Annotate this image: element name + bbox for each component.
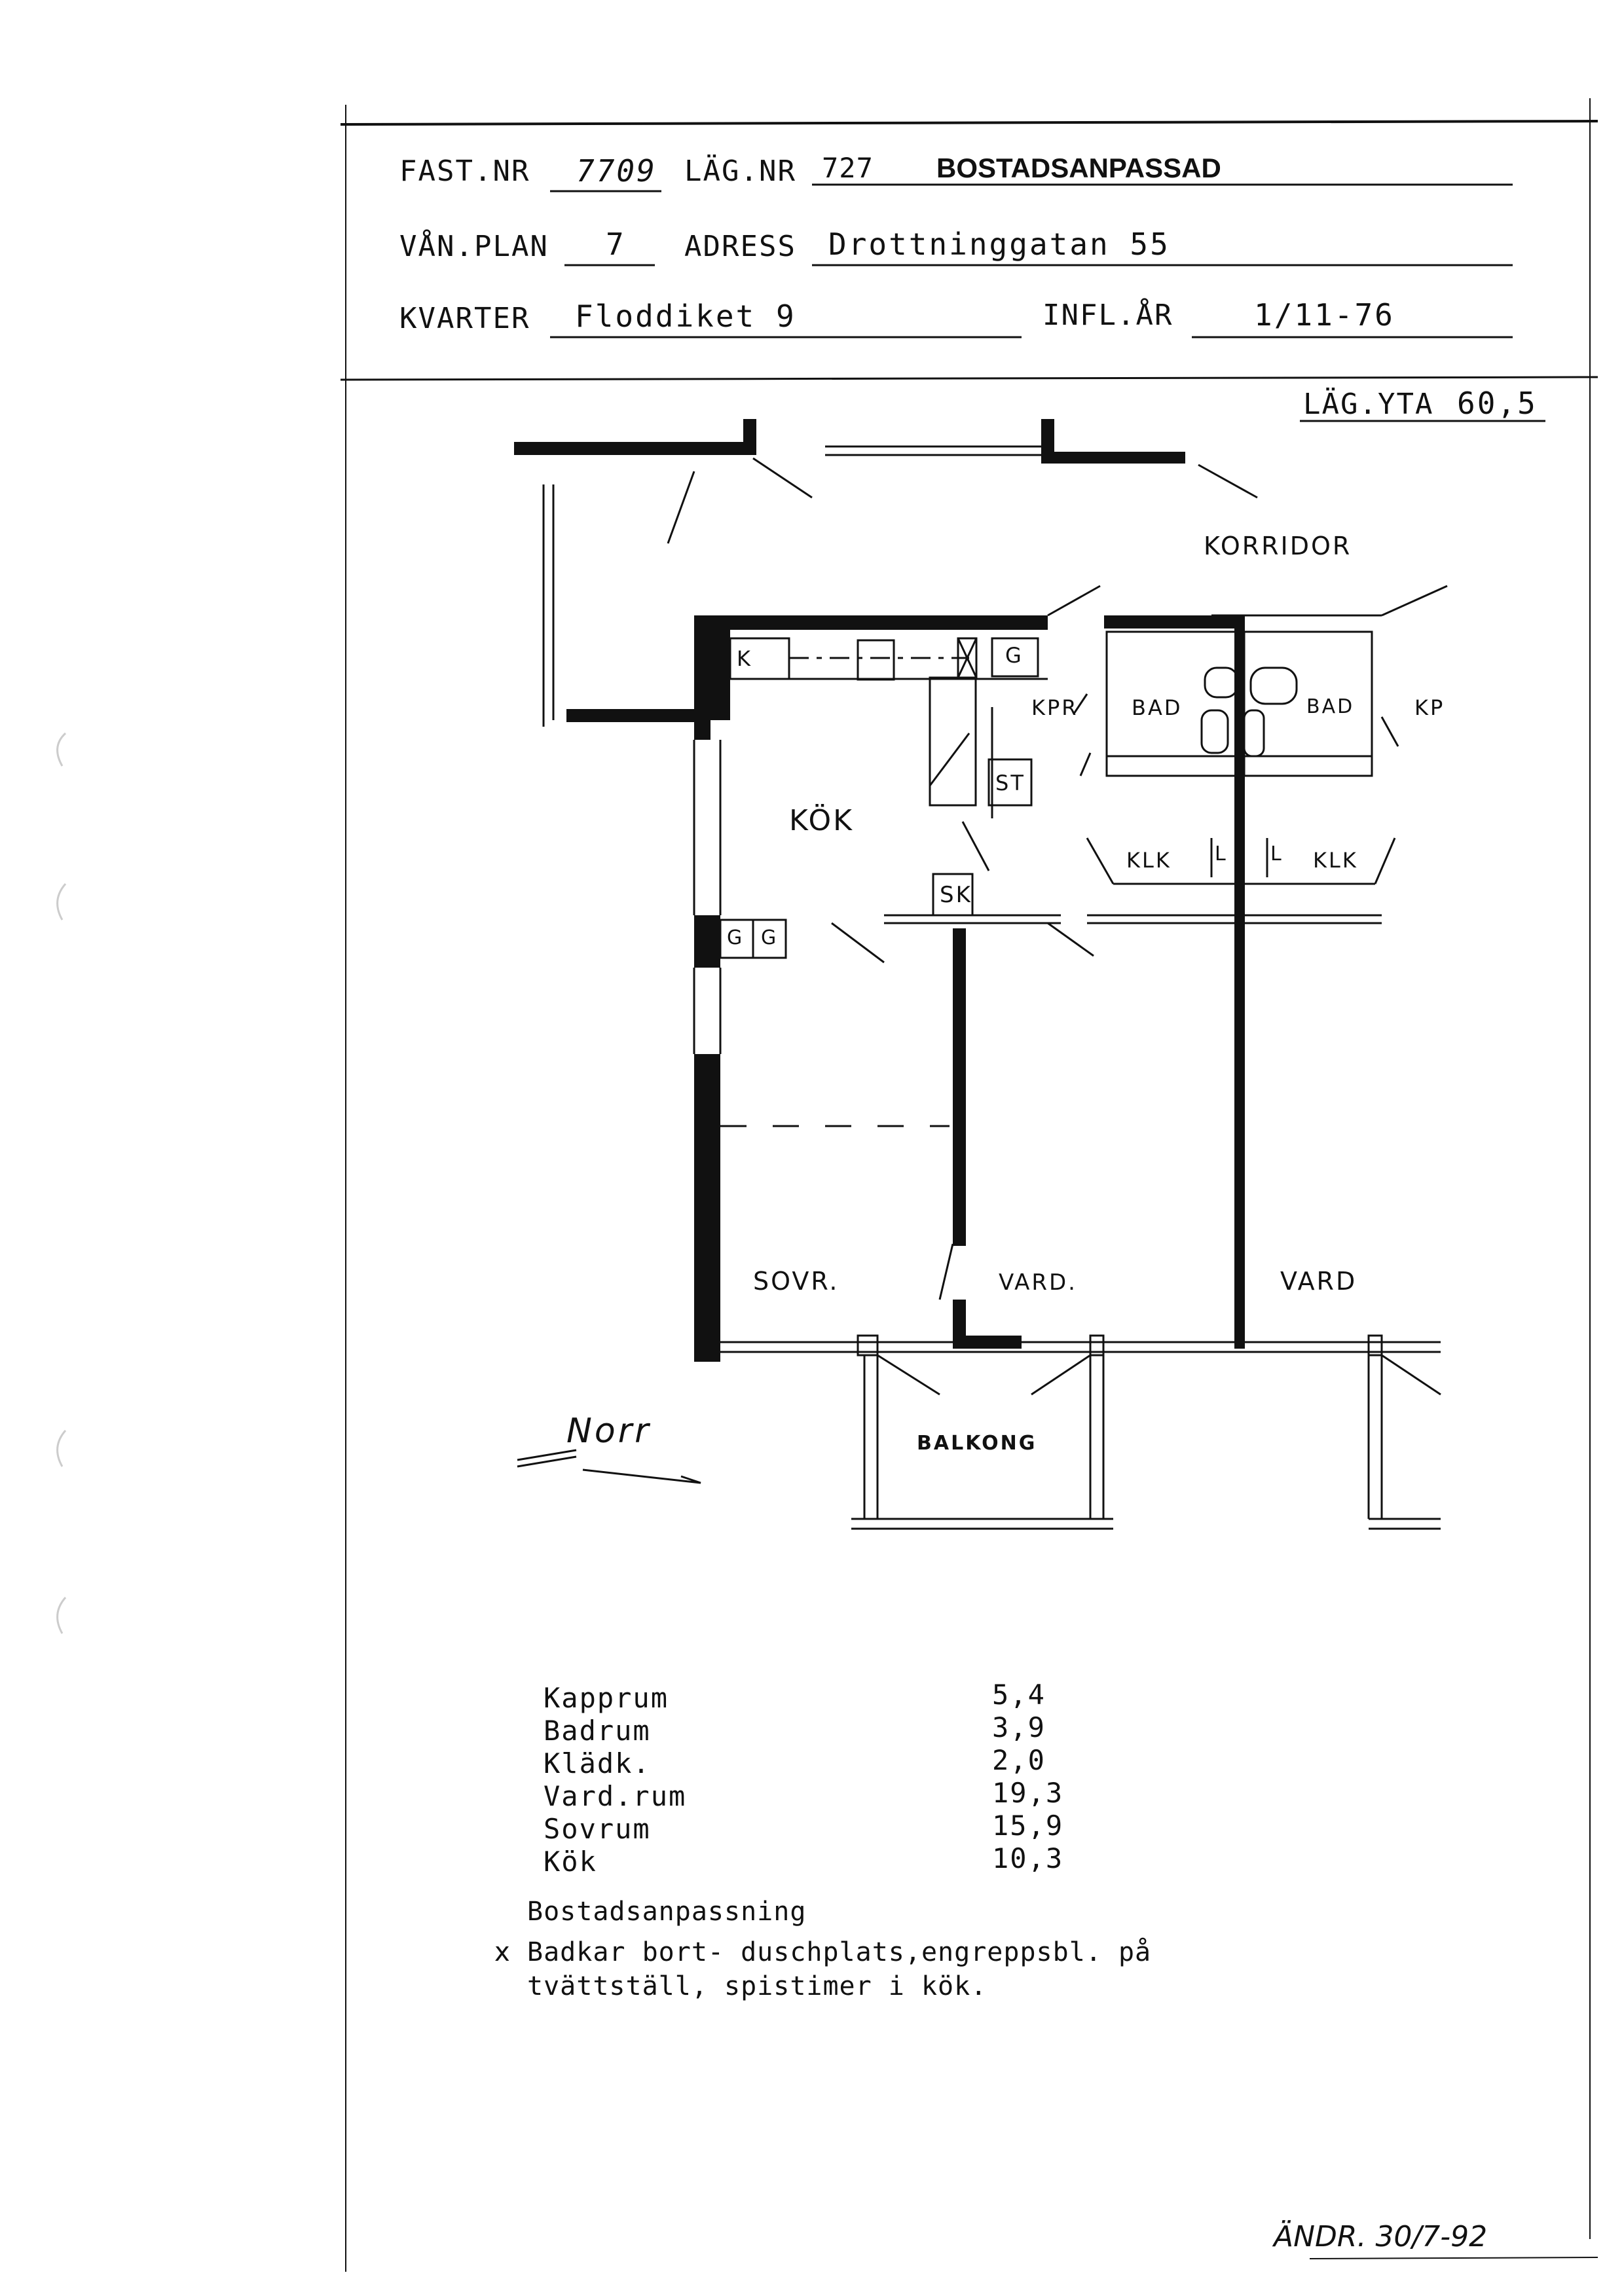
area-room: Kök (544, 1846, 597, 1878)
label-vard-left: VARD. (999, 1269, 1077, 1296)
lag-nr-value: 727 (822, 152, 874, 184)
notes-line-1: Badkar bort- duschplats,engreppsbl. på (527, 1937, 1152, 1967)
label-kok: KÖK (789, 804, 854, 837)
label-norr: Norr (566, 1412, 652, 1451)
label-vard-right: VARD (1280, 1267, 1357, 1296)
label-korridor: KORRIDOR (1204, 532, 1352, 560)
label-sk: SK (940, 882, 972, 908)
area-value: 15,9 (992, 1810, 1064, 1842)
bostad-type: BOSTADSANPASSAD (936, 153, 1221, 183)
label-bad-left: BAD (1132, 695, 1183, 720)
area-value: 2,0 (992, 1744, 1046, 1776)
notes-check-mark: x (494, 1937, 510, 1967)
kvarter-label: KVARTER (399, 302, 530, 335)
kvarter-value: Floddiket 9 (575, 299, 796, 334)
area-value: 5,4 (992, 1679, 1046, 1711)
notes-line-2: tvättställ, spistimer i kök. (527, 1971, 987, 2001)
infl-ar-label: INFL.ÅR (1043, 299, 1173, 332)
label-g-kitchen: G (1005, 643, 1024, 668)
area-room: Kapprum (544, 1682, 669, 1714)
van-plan-value: 7 (606, 227, 626, 262)
label-k: K (737, 646, 752, 671)
area-value: 19,3 (992, 1777, 1064, 1809)
adress-label: ADRESS (684, 230, 796, 263)
label-bad-right: BAD (1306, 695, 1355, 718)
label-sovr: SOVR. (753, 1267, 840, 1296)
label-st: ST (995, 771, 1025, 795)
fast-nr-label: FAST.NR (399, 155, 530, 188)
label-l-right: L (1270, 843, 1283, 866)
area-value: 10,3 (992, 1842, 1064, 1874)
label-g1: G (727, 926, 745, 949)
adress-value: Drottninggatan 55 (828, 227, 1170, 262)
lag-nr-label: LÄG.NR (684, 155, 796, 188)
label-g2: G (761, 926, 779, 949)
area-room: Badrum (544, 1715, 651, 1747)
area-value: 3,9 (992, 1711, 1046, 1743)
label-klk-left: KLK (1126, 848, 1172, 873)
infl-ar-value: 1/11-76 (1254, 297, 1395, 333)
label-kpr: KPR (1031, 695, 1079, 720)
area-room: Vard.rum (544, 1780, 687, 1812)
label-klk-right: KLK (1313, 848, 1358, 873)
revision-note: ÄNDR. 30/7-92 (1274, 2220, 1488, 2253)
fast-nr-value: 7709 (576, 153, 657, 189)
area-room: Klädk. (544, 1747, 651, 1779)
label-kp-right: KP (1414, 695, 1445, 720)
lag-yta-value: 60,5 (1457, 386, 1538, 421)
lag-yta-label: LÄG.YTA (1303, 388, 1434, 421)
label-l-left: L (1215, 843, 1228, 866)
van-plan-label: VÅN.PLAN (399, 230, 549, 263)
area-room: Sovrum (544, 1813, 651, 1845)
notes-heading: Bostadsanpassning (527, 1897, 807, 1927)
label-balkong: BALKONG (917, 1432, 1037, 1455)
